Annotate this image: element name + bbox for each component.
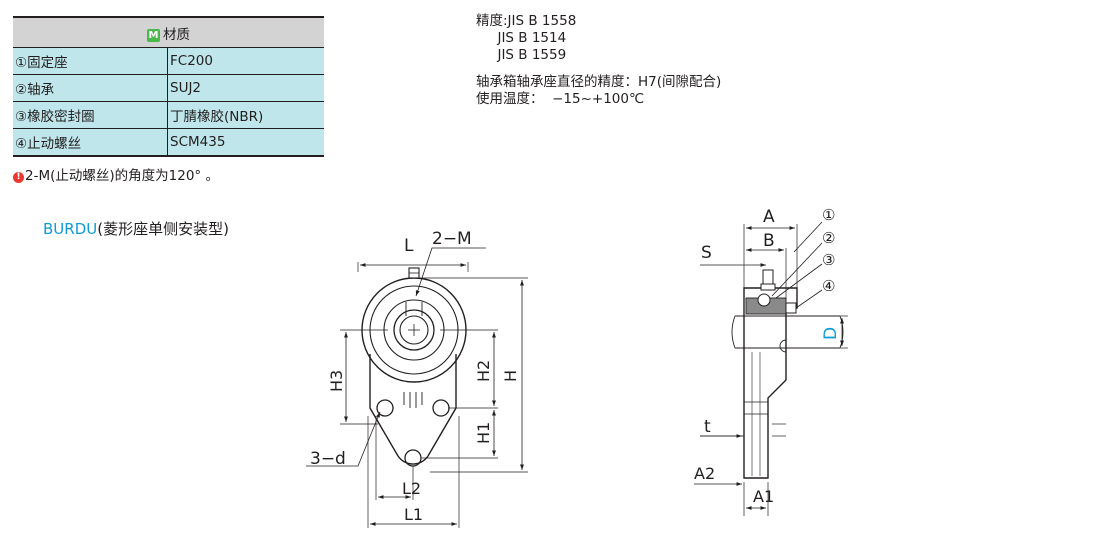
part-material-cell: SUJ2 [167,74,324,102]
label-D: D [821,327,841,340]
table-row: ④止动螺丝 SCM435 [13,128,324,157]
label-S: S [701,243,712,263]
side-view [694,221,848,516]
model-code: BURDU [43,220,98,238]
leader-2M [415,247,486,297]
label-B: B [763,231,775,251]
table-row: ③橡胶密封圈 丁腈橡胶(NBR) [13,101,324,129]
spec-precision-line: 精度:JIS B 1558 [476,13,577,29]
side-housing [743,287,798,479]
callout-2: ② [822,229,835,247]
callout-leader-4 [795,289,823,309]
label-L1: L1 [404,505,423,524]
part-material-cell: 丁腈橡胶(NBR) [167,101,324,129]
material-header-label: 材质 [163,26,190,43]
label-L2: L2 [402,479,421,498]
part-name-cell: ①固定座 [13,47,168,75]
callout-4: ④ [822,277,835,295]
label-L: L [404,236,414,256]
label-A2: A2 [694,464,715,483]
label-H: H [501,370,520,382]
label-A: A [763,207,775,227]
ball [757,293,771,307]
warning-icon: ! [13,172,24,183]
label-3d: 3−d [310,449,346,469]
table-row: ①固定座 FC200 [13,47,324,75]
mount-hole-right [432,399,450,417]
table-row: ②轴承 SUJ2 [13,74,324,102]
setscrew [785,302,797,314]
note-text: 2-M(止动螺丝)的角度为120° 。 [25,168,219,184]
label-H3: H3 [327,370,346,392]
label-t: t [704,417,711,437]
part-name-cell: ④止动螺丝 [13,128,168,157]
callout-leader-3 [775,263,823,299]
callout-1: ① [822,206,835,224]
label-2M: 2−M [432,229,472,249]
callout-3: ③ [822,251,835,269]
spec-block: 精度:JIS B 1558 JIS B 1514 JIS B 1559 轴承箱轴… [476,13,721,108]
part-name-cell: ③橡胶密封圈 [13,101,168,129]
label-H2: H2 [474,360,493,382]
spec-temperature-line: 使用温度： −15~+100℃ [476,91,645,107]
bore-outer [393,309,435,351]
shaft [731,315,844,349]
material-m-icon: M [147,28,160,42]
label-A1: A1 [753,487,774,506]
model-title: BURDU(菱形座单侧安装型) [43,218,229,239]
mount-hole-left [376,399,394,417]
callout-leader-1 [793,221,823,253]
model-description: (菱形座单侧安装型) [97,220,229,238]
front-view [306,247,528,528]
spec-precision-line: JIS B 1559 [476,47,567,63]
side-grease-nipple [760,269,776,291]
label-H1: H1 [474,422,493,444]
flange-outline [369,354,457,465]
part-material-cell: SCM435 [167,128,324,157]
leader-3d [306,411,381,467]
callout-leader-2 [771,242,823,297]
part-material-cell: FC200 [167,47,324,75]
part-name-cell: ②轴承 [13,74,168,102]
spec-precision-line: JIS B 1514 [476,30,567,46]
setscrew-angle-note: !2-M(止动螺丝)的角度为120° 。 [13,164,219,184]
bore-inner [399,315,429,345]
spec-housing-fit-line: 轴承箱轴承座直径的精度：H7(间隙配合) [476,74,722,90]
